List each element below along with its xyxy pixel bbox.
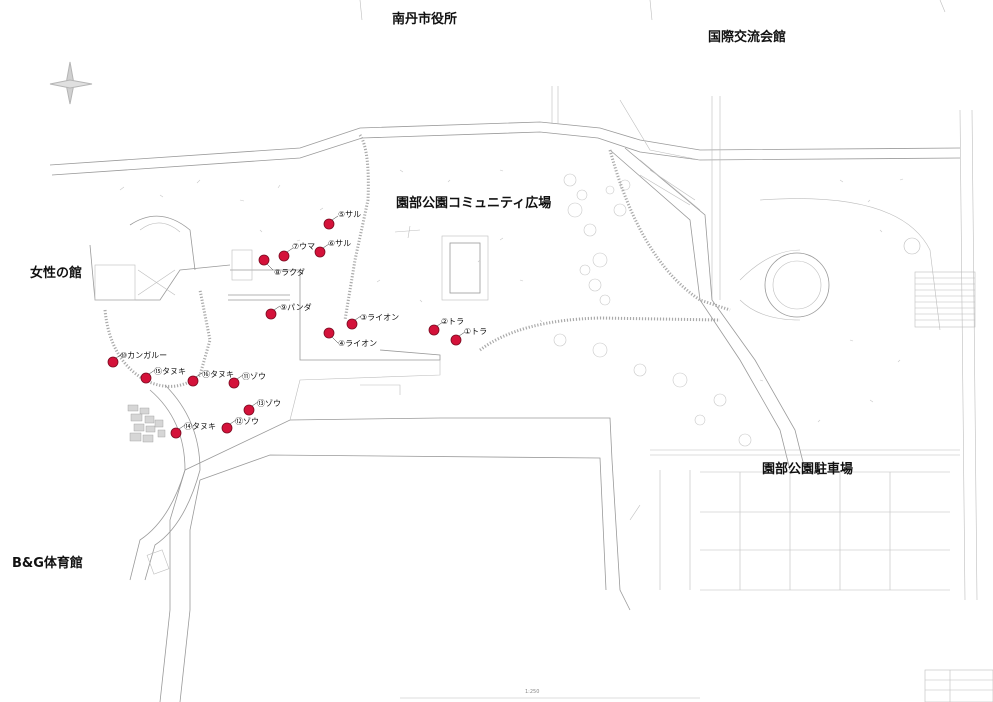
marker-p8[interactable] <box>258 254 270 266</box>
poi-label-p13: ⑬ゾウ <box>257 399 281 408</box>
poi-label-p12: ⑫ゾウ <box>235 417 259 426</box>
parking-grid <box>650 449 960 591</box>
label-womens-hall: 女性の館 <box>30 266 83 281</box>
marker-p1[interactable] <box>450 334 462 346</box>
label-parking: 園部公園駐車場 <box>762 462 854 477</box>
poi-label-p11: ⑪ゾウ <box>242 372 266 381</box>
marker-p12[interactable] <box>221 422 233 434</box>
poi-label-p2: ②トラ <box>441 317 465 326</box>
poi-label-p6: ⑥サル <box>328 239 352 248</box>
marker-p5[interactable] <box>323 218 335 230</box>
marker-p7[interactable] <box>278 250 290 262</box>
marker-p10[interactable] <box>107 356 119 368</box>
poi-label-p3: ③ライオン <box>360 313 400 322</box>
marker-p4[interactable] <box>323 327 335 339</box>
poi-label-p16: ⑯タヌキ <box>202 370 234 379</box>
marker-p16[interactable] <box>187 375 199 387</box>
marker-p13[interactable] <box>243 404 255 416</box>
poi-label-p4: ④ライオン <box>338 339 378 348</box>
label-city-hall: 南丹市役所 <box>392 12 458 27</box>
marker-p15[interactable] <box>140 372 152 384</box>
poi-label-p8: ⑧ラクダ <box>274 268 305 277</box>
marker-p9[interactable] <box>265 308 277 320</box>
marker-p3[interactable] <box>346 318 358 330</box>
svg-text:1:250: 1:250 <box>525 689 539 695</box>
poi-label-p1: ①トラ <box>464 327 488 336</box>
poi-label-p7: ⑦ウマ <box>292 242 316 251</box>
poi-label-p9: ⑨パンダ <box>280 303 312 312</box>
poi-label-p15: ⑮タヌキ <box>154 367 186 376</box>
marker-p11[interactable] <box>228 377 240 389</box>
marker-p2[interactable] <box>428 324 440 336</box>
poi-label-p10: ⑩カンガルー <box>120 351 168 360</box>
poi-label-p14: ⑭タヌキ <box>184 422 216 431</box>
label-intl-center: 国際交流会館 <box>708 30 787 45</box>
label-gym: B&G体育館 <box>12 556 83 571</box>
poi-label-p5: ⑤サル <box>338 210 362 219</box>
label-plaza: 園部公園コミュニティ広場 <box>396 196 552 211</box>
marker-p14[interactable] <box>170 427 182 439</box>
rock-pile-icon <box>127 404 166 443</box>
north-arrow-icon <box>49 61 93 105</box>
marker-p6[interactable] <box>314 246 326 258</box>
